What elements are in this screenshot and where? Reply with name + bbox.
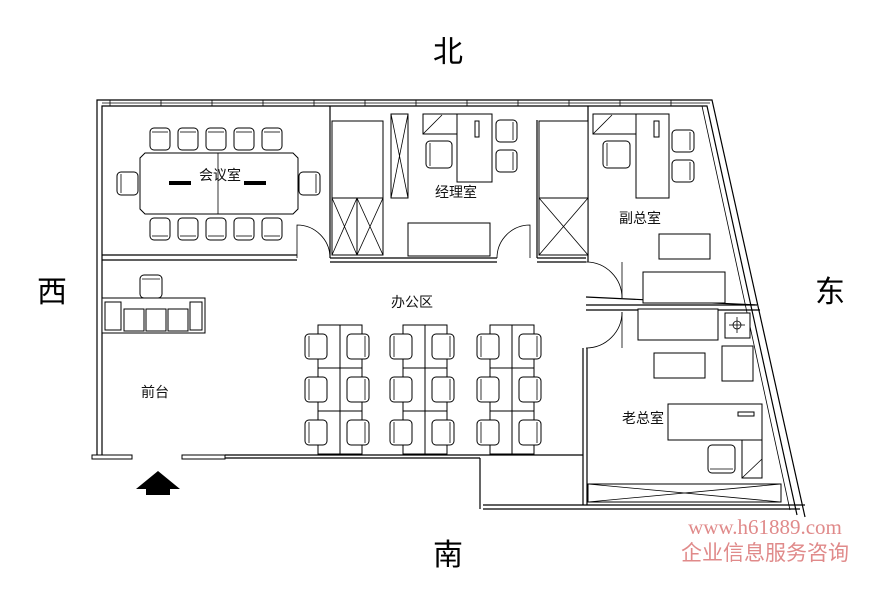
- chair: [149, 217, 171, 241]
- room-label-reception: 前台: [141, 384, 169, 401]
- vice-gm-room: 副总室: [592, 113, 726, 304]
- chair: [518, 333, 542, 360]
- chair: [707, 444, 736, 474]
- chair: [602, 140, 631, 169]
- chair: [346, 333, 370, 360]
- chair: [139, 274, 163, 299]
- chair: [389, 376, 413, 403]
- room-label-ceo: 老总室: [622, 410, 664, 427]
- desk-cluster: [304, 324, 370, 455]
- chair: [177, 127, 199, 151]
- chair: [431, 419, 455, 446]
- chair: [205, 217, 227, 241]
- chair: [476, 333, 500, 360]
- compass-south: 南: [433, 538, 463, 573]
- manager-room: 经理室: [407, 113, 493, 257]
- entrance: [91, 454, 226, 495]
- compass-west: 西: [37, 275, 67, 310]
- chair: [149, 127, 171, 151]
- watermark-url: www.h61889.com: [688, 515, 842, 539]
- office-desks: [304, 324, 542, 455]
- meeting-room: 会议室: [139, 152, 299, 215]
- chair: [346, 419, 370, 446]
- chair: [389, 333, 413, 360]
- desk-cluster: [389, 324, 455, 455]
- chair: [476, 376, 500, 403]
- entrance-arrow-icon: [136, 471, 180, 489]
- chair: [177, 217, 199, 241]
- room-label-manager: 经理室: [435, 184, 477, 201]
- chair: [389, 419, 413, 446]
- chair: [671, 159, 695, 183]
- compass-north: 北: [433, 35, 463, 70]
- chair: [233, 127, 255, 151]
- desk-cluster: [476, 324, 542, 455]
- window-marks: [109, 100, 672, 106]
- chair: [518, 419, 542, 446]
- room-label-office: 办公区: [391, 295, 433, 311]
- chair: [304, 333, 328, 360]
- room-label-meeting: 会议室: [199, 167, 241, 184]
- chair: [476, 419, 500, 446]
- chair: [431, 333, 455, 360]
- chair: [233, 217, 255, 241]
- compass-east: 东: [815, 275, 845, 310]
- watermark-text: 企业信息服务咨询: [681, 541, 849, 565]
- room-label-vice-gm: 副总室: [619, 210, 661, 227]
- chair: [518, 376, 542, 403]
- chair: [671, 129, 695, 153]
- chair: [495, 149, 518, 173]
- chair: [346, 376, 370, 403]
- chair: [304, 419, 328, 446]
- chair: [431, 376, 455, 403]
- chair: [205, 127, 227, 151]
- chair: [261, 217, 283, 241]
- chair: [495, 119, 518, 143]
- chair: [304, 376, 328, 403]
- chair: [116, 171, 139, 196]
- ceo-room: 老总室: [622, 308, 763, 479]
- chair: [425, 140, 453, 169]
- closets: [331, 113, 782, 503]
- reception: 前台: [101, 297, 206, 401]
- chair: [298, 171, 321, 196]
- chair: [261, 127, 283, 151]
